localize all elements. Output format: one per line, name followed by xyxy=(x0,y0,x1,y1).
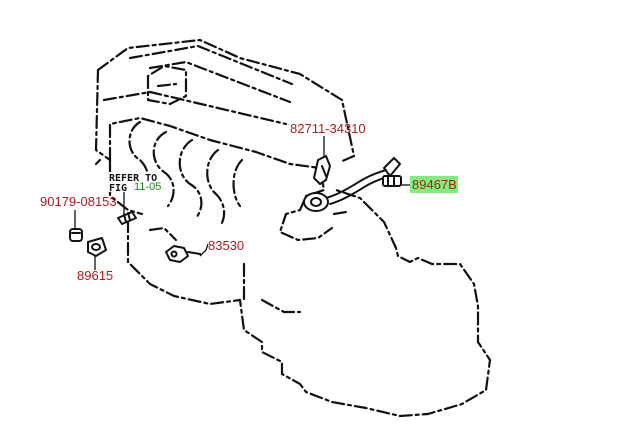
stud-bolt-part[interactable] xyxy=(117,211,137,225)
callout-83530[interactable]: 83530 xyxy=(208,238,244,253)
callout-89615[interactable]: 89615 xyxy=(77,268,113,283)
engine-outline xyxy=(94,38,492,418)
nut-part[interactable] xyxy=(69,228,83,242)
figure-link-11-05[interactable]: 11-05 xyxy=(134,181,161,193)
callout-82711-34310[interactable]: 82711-34310 xyxy=(290,121,366,136)
callout-90179-08153[interactable]: 90179-08153 xyxy=(40,194,117,209)
oxygen-sensor-part[interactable] xyxy=(303,157,402,212)
refer-to-text: REFER TO xyxy=(109,173,157,184)
leader-lines xyxy=(74,136,412,270)
fig-text: FIG xyxy=(109,183,127,194)
oil-pressure-switch-part[interactable] xyxy=(165,245,201,263)
figure-reference: REFER TO FIG 11-05 xyxy=(108,172,162,194)
callout-highlight xyxy=(410,176,458,193)
harness-clamp-part[interactable] xyxy=(313,155,331,185)
callout-89467b[interactable]: 89467B xyxy=(412,177,457,192)
knock-sensor-part[interactable] xyxy=(87,237,107,257)
